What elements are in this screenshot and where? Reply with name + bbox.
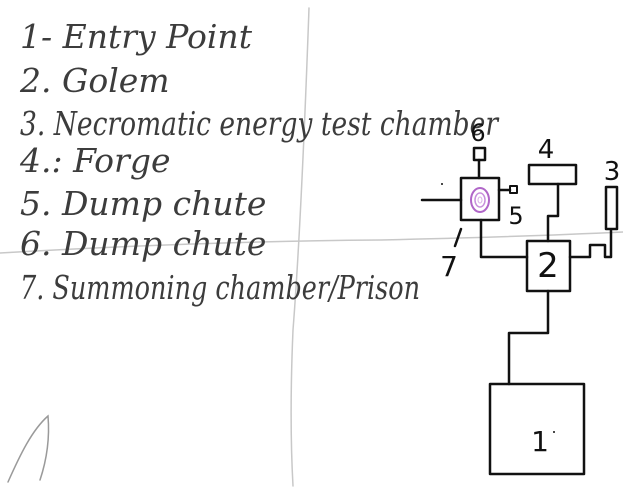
legend-item-dump-chute-6: 6. Dump chute <box>20 224 266 263</box>
guide-line-vertical <box>290 7 310 487</box>
pen-dot-2 <box>553 431 555 433</box>
legend-item-dump-chute-5: 5. Dump chute <box>20 184 266 223</box>
room-label-entry-point: 1 <box>531 425 549 458</box>
room-label-golem: 2 <box>537 246 559 286</box>
room-dump-chute-6 <box>472 146 487 162</box>
room-label-dump-chute-6: 6 <box>470 119 485 147</box>
room-golem <box>525 239 572 293</box>
room-dump-chute-5 <box>509 185 518 194</box>
room-label-necromatic-chamber: 3 <box>604 157 621 187</box>
summoning-portal-icon <box>470 187 490 213</box>
corridor-summon-to-golem <box>479 218 529 259</box>
legend-item-summoning-chamber: 7. Summoning chamber/Prison <box>20 268 420 307</box>
room-necromatic-chamber <box>604 185 619 231</box>
room-label-forge: 4 <box>538 135 555 165</box>
guide-curve-bottom-left <box>7 414 50 483</box>
room-entry-point <box>488 382 586 476</box>
room-label-summoning-chamber: 7 <box>440 250 458 283</box>
legend-item-golem: 2. Golem <box>19 61 170 100</box>
legend: 1- Entry Point 2. Golem 3. Necromatic en… <box>19 17 500 307</box>
room-label-dump-chute-5: 5 <box>508 202 523 230</box>
corridor-golem-to-necro <box>568 228 613 259</box>
legend-item-necromatic-chamber: 3. Necromatic energy test chamber <box>20 104 500 143</box>
corridor-golem-to-forge <box>546 182 560 243</box>
legend-item-forge: 4.: Forge <box>19 141 170 180</box>
pen-dot <box>441 183 443 185</box>
pointer-7-to-summon <box>453 227 463 248</box>
corridor-entry-to-golem <box>507 289 550 386</box>
legend-item-entry-point: 1- Entry Point <box>20 17 253 56</box>
room-summoning-chamber <box>459 176 501 222</box>
floor-plan-diagram: 1 2 3 4 6 5 7 <box>420 119 621 476</box>
room-forge <box>527 163 578 186</box>
